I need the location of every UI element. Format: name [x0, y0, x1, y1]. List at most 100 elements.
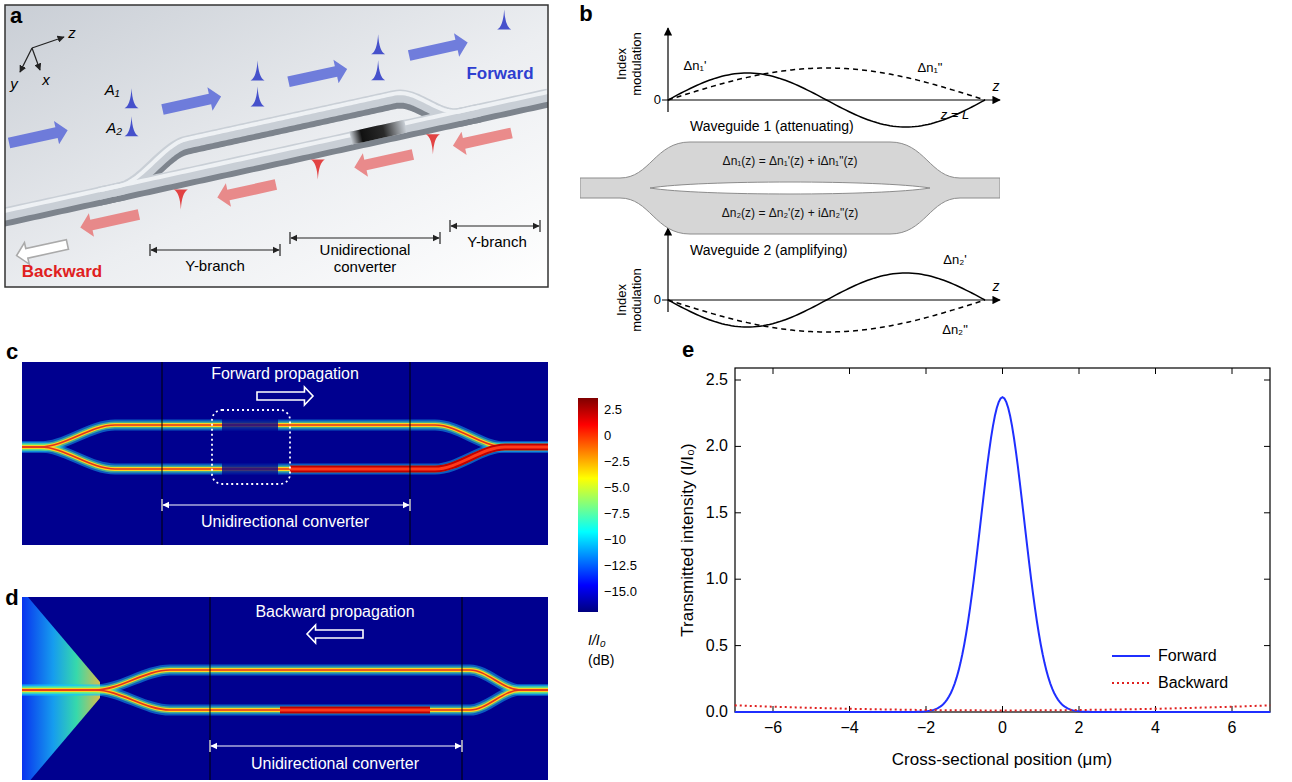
field-arm	[22, 670, 548, 690]
x-tick-label: 6	[1228, 719, 1237, 737]
x-tick-label: −6	[764, 719, 782, 737]
y-tick-label: 1.0	[706, 570, 728, 588]
forward-pulse	[497, 10, 511, 30]
axis-title: Index modulation	[615, 260, 645, 340]
backward-arrow-faded	[14, 234, 70, 267]
y-tick	[735, 579, 741, 580]
field-arm	[22, 670, 548, 690]
field-ground	[22, 362, 548, 545]
curve-label: Δn₂"	[942, 323, 968, 338]
field-gap	[222, 415, 278, 481]
legend-text: Forward	[1158, 647, 1217, 665]
backward-arrow	[215, 173, 279, 209]
propagation-arrow	[307, 625, 363, 643]
y-tick	[1264, 380, 1270, 381]
curve-label: Δn₂'	[943, 253, 966, 268]
dimension-tick	[439, 232, 440, 244]
y-tick-label: 0.5	[706, 636, 728, 654]
section-boundary	[462, 597, 463, 780]
waveguide-gap	[650, 182, 930, 194]
x-tick	[1232, 368, 1233, 374]
field-arm	[22, 447, 548, 469]
forward-pulse	[371, 34, 385, 54]
forward-pulse	[251, 87, 265, 107]
z-axis	[662, 299, 1000, 300]
x-tick-label: 4	[1151, 719, 1160, 737]
backward-pulse	[426, 134, 440, 154]
curve-label: Δn₁'	[684, 59, 707, 74]
section-boundary	[210, 597, 211, 780]
field-arm	[22, 670, 548, 690]
panel-letter: a	[10, 3, 22, 28]
forward-curve	[735, 397, 1271, 712]
y-tick-label: 1.5	[706, 504, 728, 522]
curve-label: Δn₁"	[918, 61, 943, 76]
direction-label: Forward	[466, 64, 533, 84]
bright-arm-core	[290, 447, 548, 469]
colour-bar-tick: 0	[604, 429, 611, 444]
waveguide-arm	[5, 92, 548, 212]
pulse-label: A₁	[105, 81, 120, 98]
dimension-tick	[409, 499, 410, 511]
colour-bar-tick: 2.5	[604, 403, 622, 418]
z-axis	[662, 99, 1000, 100]
axis-x	[32, 48, 40, 70]
panel-d-art	[22, 597, 548, 780]
bright-arm	[290, 447, 548, 469]
x-tick-label: 0	[998, 719, 1007, 737]
x-tick	[773, 368, 774, 374]
x-tick	[1002, 368, 1003, 374]
substrate-ground	[5, 5, 548, 287]
pulse-label: A₂	[106, 119, 122, 136]
colour-bar-tick: −2.5	[604, 455, 630, 470]
colour-bar-tick: −5.0	[604, 481, 630, 496]
colour-bar	[578, 398, 598, 612]
bright-field	[280, 690, 430, 710]
dimension-tick	[279, 244, 280, 256]
panel-letter: c	[6, 339, 18, 364]
forward-arrow	[407, 31, 471, 67]
dimension-tick	[149, 244, 150, 256]
x-tick-label: 2	[1075, 719, 1084, 737]
plot-frame	[735, 368, 1270, 712]
x-tick	[926, 368, 927, 374]
section-label: Y-branch	[467, 233, 527, 250]
forward-pulse	[251, 61, 265, 81]
waveguide-body	[580, 142, 1000, 234]
x-tick	[1002, 706, 1003, 712]
y-tick	[735, 512, 741, 513]
index-formula: Δn₁(z) = Δn₁'(z) + iΔn₁"(z)	[723, 155, 858, 168]
section-label: Unidirectional converter	[201, 513, 369, 531]
axis-z	[32, 37, 64, 48]
section-label: Unidirectional converter	[251, 755, 419, 773]
panel-letter: e	[682, 337, 694, 362]
backward-arrow	[352, 143, 416, 179]
backward-pulse	[311, 159, 325, 179]
field-arm	[22, 425, 548, 447]
axis-zero: 0	[654, 293, 661, 308]
dimension-tick	[161, 499, 162, 511]
panel-e-art	[735, 368, 1271, 712]
y-tick	[1264, 645, 1270, 646]
section-label: Unidirectional converter	[305, 241, 425, 276]
field-arm	[22, 425, 548, 447]
direction-label: Backward	[22, 262, 102, 282]
y-tick-label: 2.5	[706, 371, 728, 389]
x-tick-label: −2	[917, 719, 935, 737]
section-label: Y-branch	[185, 257, 245, 274]
x-tick-label: −4	[840, 719, 858, 737]
x-tick	[1155, 368, 1156, 374]
field-arm	[22, 447, 548, 469]
axis-title: Transmitted intensity (I/I₀)	[678, 443, 698, 636]
imag-part-curve	[668, 300, 985, 332]
y-tick-label: 0.0	[706, 703, 728, 721]
axis-letter: x	[42, 71, 50, 88]
waveguide-caption: Waveguide 1 (attenuating)	[690, 118, 854, 134]
forward-pulse	[125, 116, 139, 136]
field-ground	[22, 597, 548, 780]
colour-bar-tick: −10	[604, 533, 626, 548]
real-part-curve	[668, 273, 985, 327]
section-boundary	[410, 362, 411, 545]
field-arm	[22, 690, 548, 710]
